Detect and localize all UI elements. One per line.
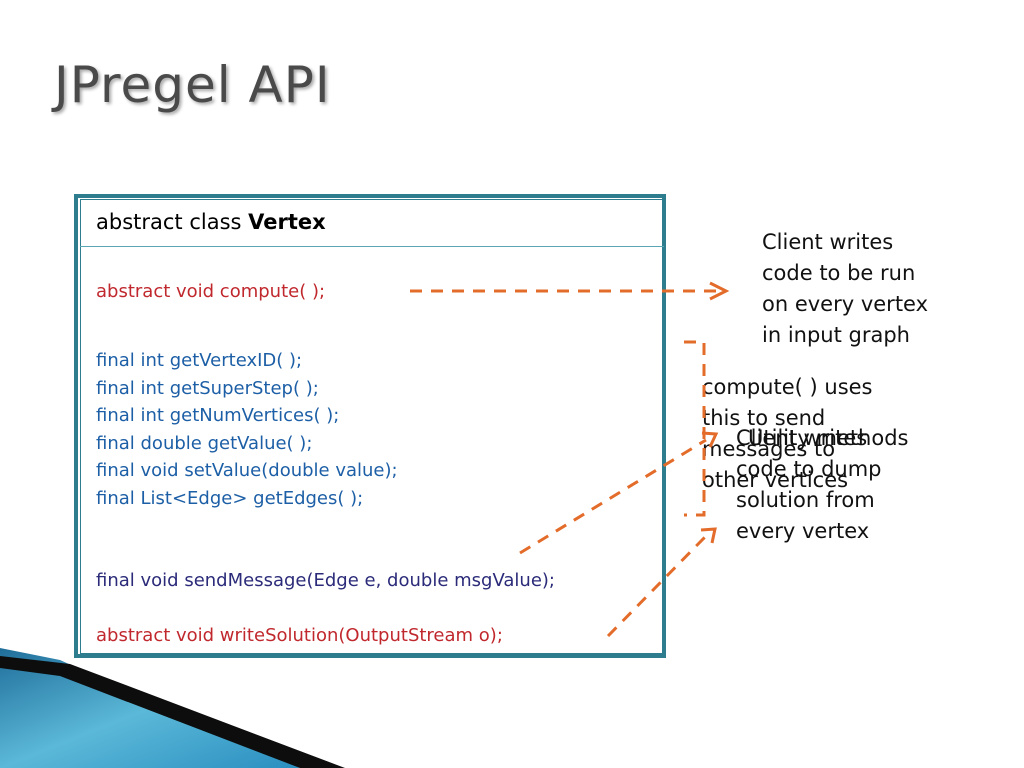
write-solution-arrow-head	[700, 527, 717, 544]
write-solution-method: abstract void writeSolution(OutputStream…	[96, 625, 503, 646]
method-get-super-step: final int getSuperStep( );	[96, 378, 319, 399]
method-get-num-vertices: final int getNumVertices( );	[96, 405, 340, 426]
method-set-value: final void setValue(double value);	[96, 460, 398, 481]
send-message-method: final void sendMessage(Edge e, double ms…	[96, 570, 555, 591]
method-get-edges: final List<Edge> getEdges( );	[96, 488, 364, 509]
utility-methods-note: Utility methods	[748, 423, 908, 454]
method-get-value: final double getValue( );	[96, 433, 313, 454]
class-header-prefix: abstract class	[96, 210, 242, 234]
swoosh-black	[0, 656, 345, 768]
compute-note: Client writes code to be run on every ve…	[762, 227, 928, 351]
slide-title: JPregel API	[54, 56, 331, 114]
send-message-note: compute( ) uses this to send messages to…	[702, 372, 873, 496]
method-get-vertex-id: final int getVertexID( );	[96, 350, 303, 371]
compute-arrow-head	[709, 281, 730, 301]
send-note-line: this to send	[702, 406, 826, 430]
utility-bracket	[684, 340, 706, 517]
compute-note-line: code to be run	[762, 261, 916, 285]
write-solution-note: Client writes code to dump solution from…	[736, 423, 882, 547]
compute-note-line: Client writes	[762, 230, 894, 254]
compute-note-line: on every vertex	[762, 292, 929, 316]
vertex-class-box-inner	[80, 199, 664, 654]
class-header: abstract class Vertex	[96, 210, 326, 234]
send-message-arrow-head	[701, 431, 719, 448]
compute-note-line: in input graph	[762, 323, 910, 347]
utility-note-line: Utility methods	[748, 426, 909, 450]
write-solution-arrow-line	[606, 534, 708, 638]
class-header-name: Vertex	[248, 210, 326, 234]
send-note-line: messages to	[702, 437, 836, 461]
send-note-line: other vertices	[702, 468, 849, 492]
write-note-line: Client writes	[736, 426, 868, 450]
send-message-arrow-line	[519, 438, 707, 555]
write-note-line: every vertex	[736, 519, 870, 543]
send-note-line: compute( ) uses	[702, 375, 873, 399]
class-header-divider	[80, 246, 664, 247]
vertex-class-box	[74, 194, 666, 658]
write-note-line: solution from	[736, 488, 875, 512]
compute-method: abstract void compute( );	[96, 281, 326, 302]
write-note-line: code to dump	[736, 457, 882, 481]
